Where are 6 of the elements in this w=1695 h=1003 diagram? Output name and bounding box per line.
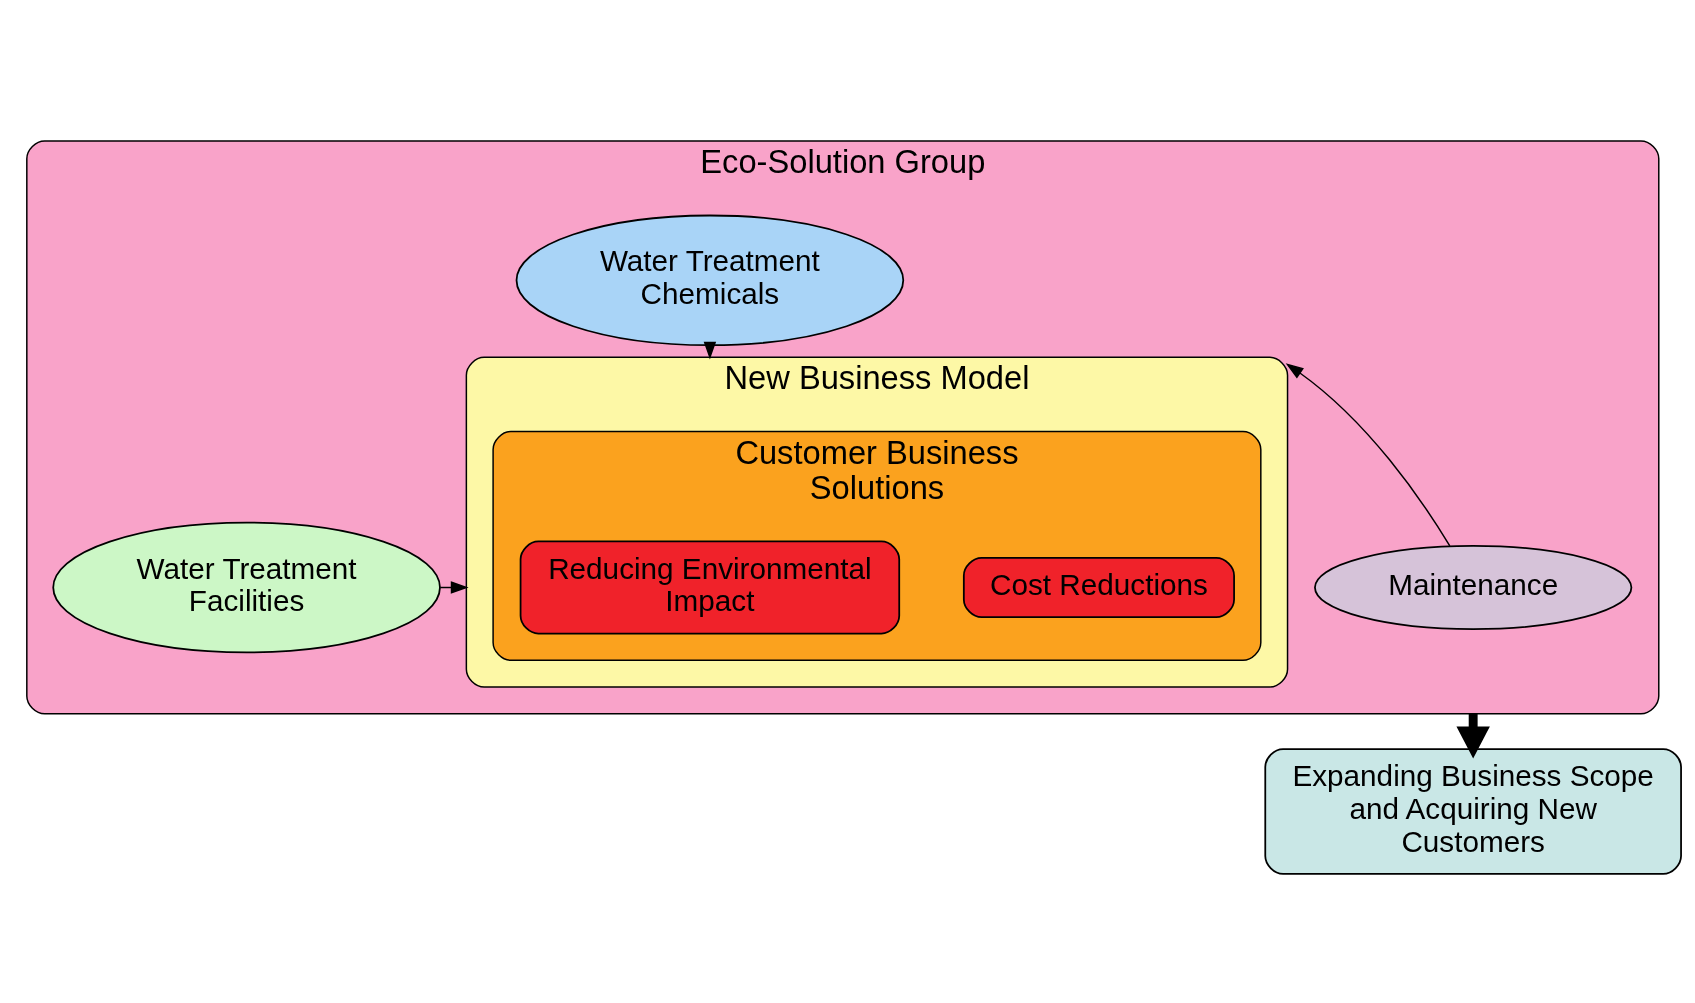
node-box: Reducing Environmental Impact: [519, 540, 900, 635]
node-box: Expanding Business Scope and Acquiring New Customers: [1263, 748, 1682, 875]
node-ellipse: Maintenance: [1313, 544, 1632, 631]
node-box: Cost Reductions: [962, 556, 1235, 619]
arrow: [1285, 363, 1451, 547]
node-ellipse: Water Treatment Facilities: [51, 521, 441, 654]
